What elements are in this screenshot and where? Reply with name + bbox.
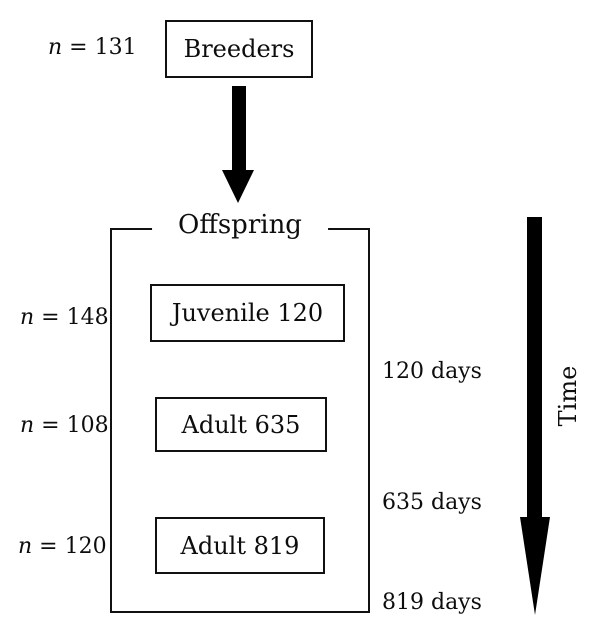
equals-sign: = bbox=[41, 305, 60, 330]
stage-n-label: n=108 bbox=[20, 415, 109, 437]
n-value: 148 bbox=[66, 305, 109, 330]
n-variable: n bbox=[48, 35, 63, 60]
equals-sign: = bbox=[39, 534, 58, 559]
n-variable: n bbox=[18, 534, 33, 559]
n-value: 108 bbox=[66, 413, 109, 438]
stage-box-label: Juvenile 120 bbox=[171, 299, 324, 327]
stage-day-label: 819 days bbox=[382, 590, 482, 615]
n-value: 131 bbox=[94, 35, 137, 60]
n-variable: n bbox=[20, 305, 35, 330]
stage-box-adult-635: Adult 635 bbox=[155, 397, 327, 452]
equals-sign: = bbox=[69, 35, 88, 60]
breeders-box: Breeders bbox=[165, 20, 313, 78]
flow-down-arrow-shaft bbox=[232, 86, 246, 170]
stage-n-label: n=148 bbox=[20, 307, 109, 329]
time-arrow-head bbox=[520, 517, 550, 615]
stage-box-juvenile: Juvenile 120 bbox=[150, 284, 345, 342]
offspring-group-label: Offspring bbox=[152, 212, 328, 238]
n-value: 120 bbox=[64, 534, 107, 559]
stage-day-label: 120 days bbox=[382, 359, 482, 384]
stage-day-label: 635 days bbox=[382, 490, 482, 515]
stage-box-label: Adult 635 bbox=[181, 410, 301, 439]
stage-box-adult-819: Adult 819 bbox=[155, 517, 325, 574]
stage-n-label: n=120 bbox=[18, 536, 107, 558]
time-axis-label: Time bbox=[554, 365, 582, 427]
time-arrow-shaft bbox=[527, 217, 542, 517]
flow-down-arrow-head bbox=[222, 170, 254, 203]
n-variable: n bbox=[20, 413, 35, 438]
equals-sign: = bbox=[41, 413, 60, 438]
stage-box-label: Adult 819 bbox=[180, 531, 300, 560]
breeders-n-label: n=131 bbox=[48, 37, 137, 59]
breeders-box-label: Breeders bbox=[183, 35, 295, 63]
